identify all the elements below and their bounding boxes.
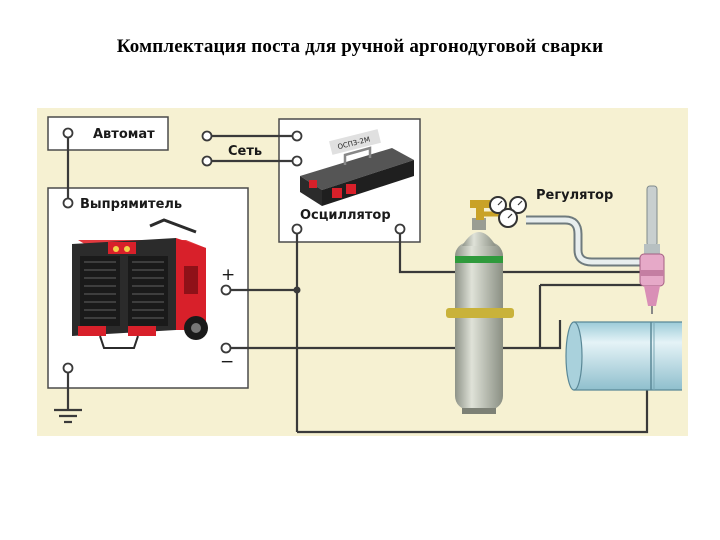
minus-sign: − [220,352,234,372]
gas-cylinder-icon [446,218,514,414]
plus-sign: + [221,265,235,285]
mains-label: Сеть [228,144,262,159]
rectifier-icon [72,218,208,349]
regulator-icon [470,196,527,228]
workpiece-pipe-icon [565,321,682,391]
rectifier-label: Выпрямитель [80,197,182,212]
ground-icon [54,408,82,424]
slide-title: Комплектация поста для ручной аргонодуго… [116,36,604,57]
breaker-label: Автомат [93,127,155,142]
welding-torch-icon [639,185,665,314]
wiring [66,133,649,434]
oscillator-icon: ОСПЗ-2М [300,129,414,206]
regulator-label: Регулятор [536,188,613,203]
terminals [62,127,406,374]
oscillator-label: Осциллятор [300,208,391,223]
